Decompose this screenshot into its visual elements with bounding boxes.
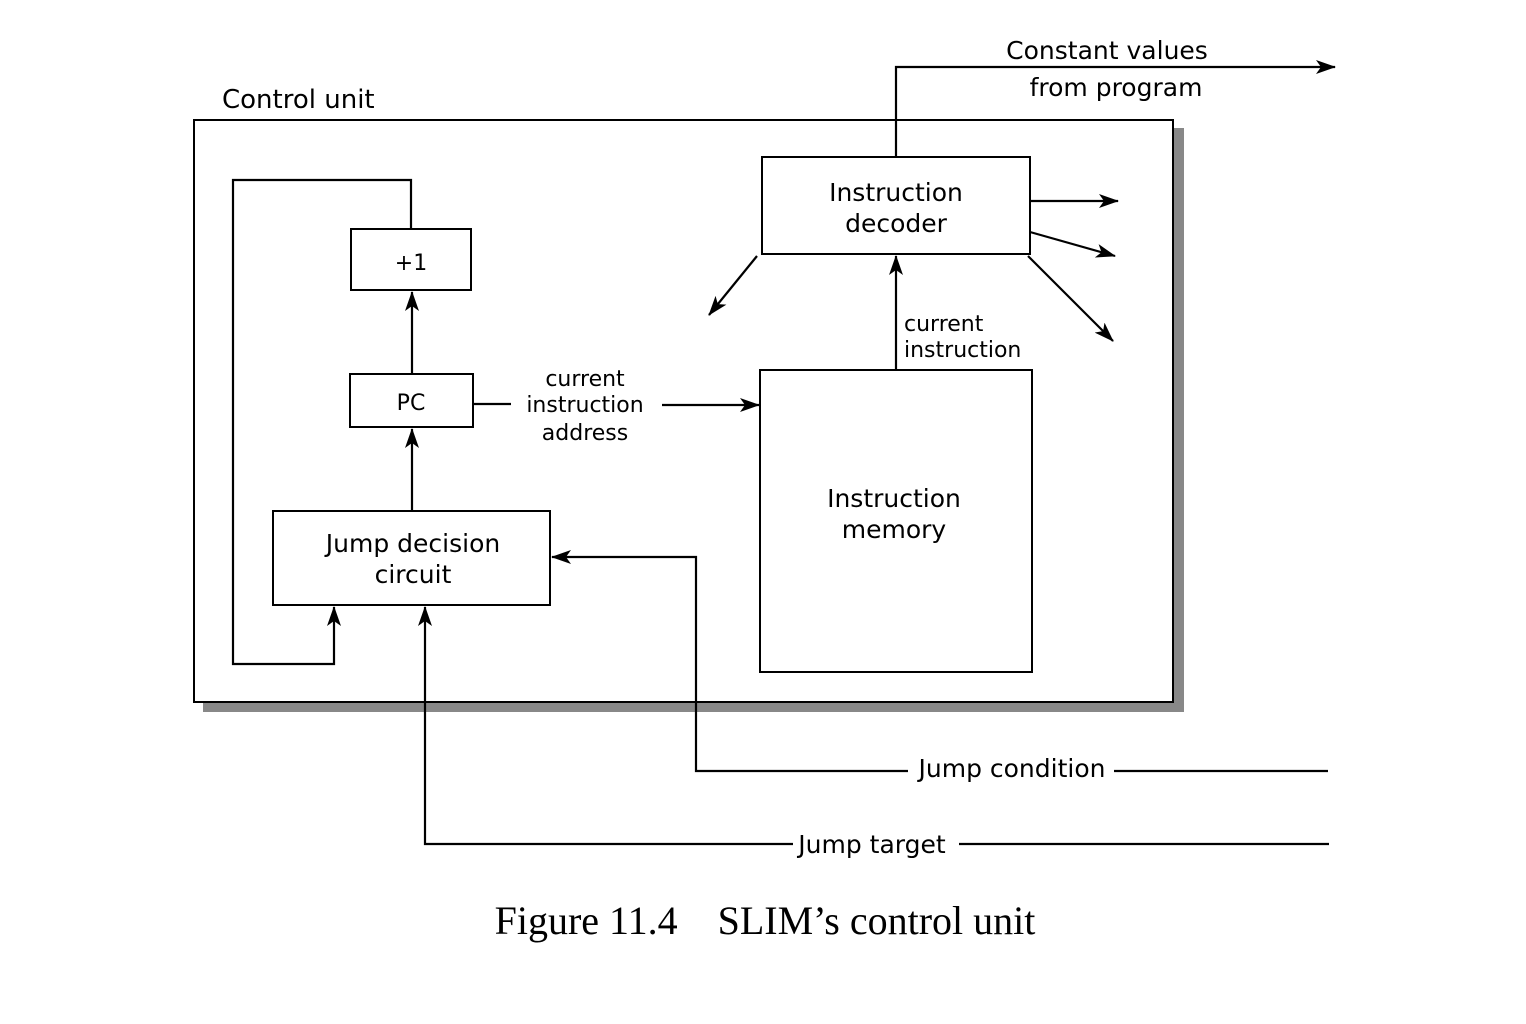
instruction-decoder-block: Instruction decoder — [761, 156, 1031, 255]
instruction-decoder-label-line2: decoder — [845, 209, 948, 238]
pc-block: PC — [349, 373, 474, 428]
decoder-output-arrow-4 — [708, 255, 758, 316]
jump-target-wire-left — [418, 606, 793, 846]
constant-values-label-1: Constant values — [1006, 36, 1208, 65]
instruction-memory-block: Instruction memory — [759, 369, 1033, 673]
increment-label: +1 — [395, 251, 427, 276]
decoder-output-arrow-2 — [1029, 230, 1116, 258]
figure-caption: Figure 11.4 SLIM’s control unit — [495, 898, 1036, 943]
instruction-decoder-label-line1: Instruction — [829, 178, 963, 207]
current-instruction-label-1: current — [904, 312, 984, 337]
current-instruction-address-label-2: instruction — [526, 393, 643, 418]
current-instruction-label-2: instruction — [904, 338, 1021, 363]
current-instruction-address-label-1: current — [545, 367, 625, 392]
jump-condition-label: Jump condition — [917, 754, 1106, 783]
constant-values-label-2: from program — [1030, 73, 1203, 102]
control-unit-label: Control unit — [222, 85, 375, 115]
increment-block: +1 — [350, 228, 472, 291]
increment-feedback-wire — [231, 178, 413, 666]
jump-condition-wire-left — [551, 550, 908, 773]
instruction-memory-label-line1: Instruction — [827, 484, 961, 513]
jump-target-label: Jump target — [796, 830, 946, 859]
pc-label: PC — [397, 391, 426, 416]
jump-decision-label-line1: Jump decision — [324, 529, 500, 558]
jump-decision-block: Jump decision circuit — [272, 510, 551, 606]
jump-decision-label-line2: circuit — [375, 560, 452, 589]
constant-values-wire — [894, 60, 1336, 157]
instruction-memory-label-line2: memory — [842, 515, 947, 544]
current-instruction-address-label-3: address — [542, 421, 628, 446]
decoder-output-arrow-3 — [1027, 255, 1114, 342]
